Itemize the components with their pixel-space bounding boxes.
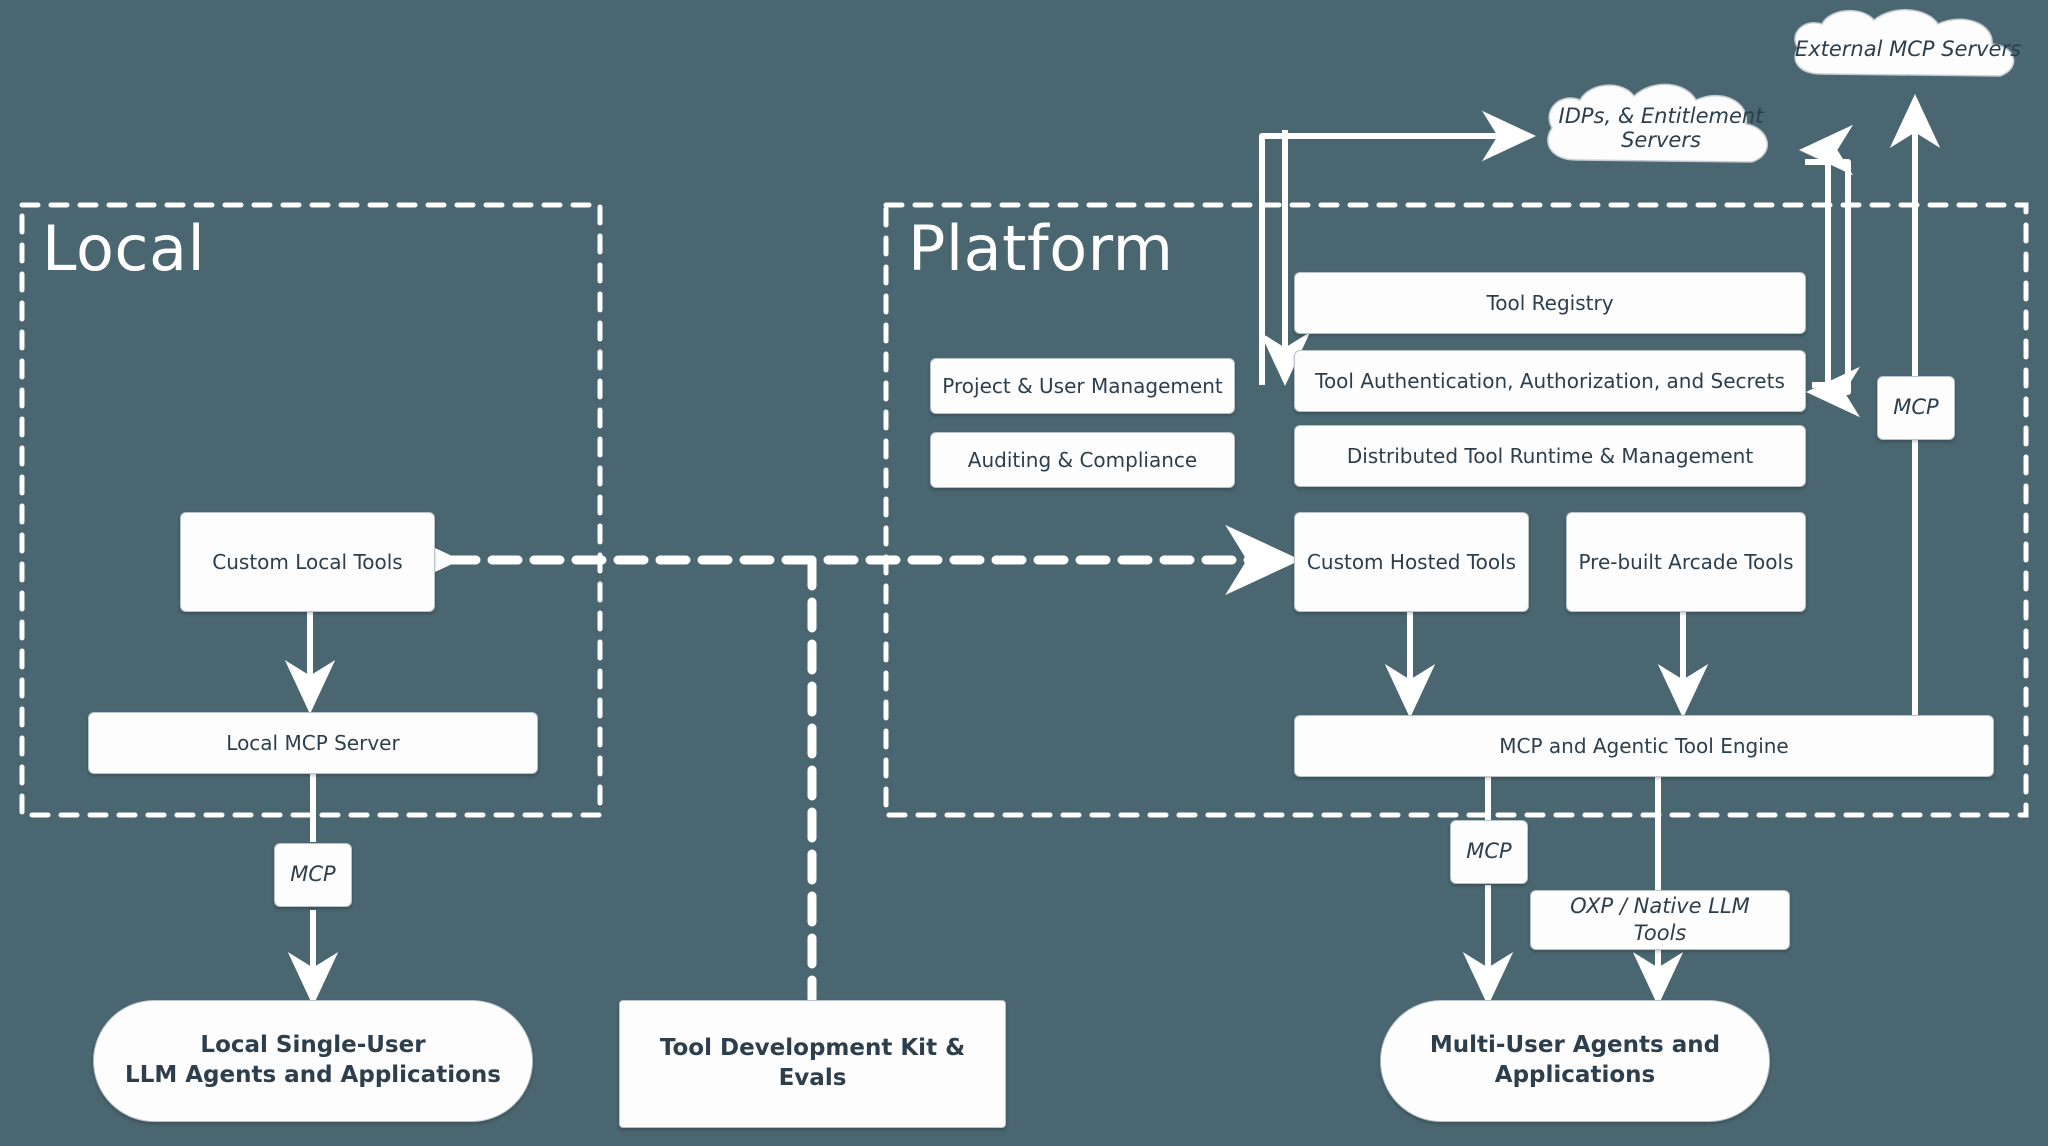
custom-local-tools-box[interactable]: Custom Local Tools [180, 512, 435, 612]
idps-entitlement-servers-label: IDPs, & Entitlement Servers [1558, 104, 1764, 152]
multi-user-agents-line-2: Applications [1494, 1062, 1656, 1088]
multi-user-agents-box[interactable]: Multi-User Agents and Applications [1380, 1000, 1770, 1122]
oxp-native-llm-tools-label[interactable]: OXP / Native LLM Tools [1530, 890, 1790, 950]
mcp-label-platform-text: MCP [1466, 839, 1512, 864]
tool-auth-to-idps [1799, 124, 1853, 388]
distributed-tool-runtime-box[interactable]: Distributed Tool Runtime & Management [1294, 425, 1806, 487]
tool-authentication-label: Tool Authentication, Authorization, and … [1315, 369, 1785, 393]
external-mcp-servers-cloud[interactable]: External MCP Servers [1778, 6, 2038, 92]
project-user-management-box[interactable]: Project & User Management [930, 358, 1235, 414]
local-single-user-agents-box[interactable]: Local Single-User LLM Agents and Applica… [93, 1000, 533, 1122]
auditing-compliance-box[interactable]: Auditing & Compliance [930, 432, 1235, 488]
local-agents-line-1: Local Single-User [200, 1032, 426, 1059]
cloud-shape-icon [1794, 9, 2015, 77]
custom-local-tools-label: Custom Local Tools [212, 550, 403, 574]
oxp-native-llm-tools-text: OXP / Native LLM Tools [1570, 893, 1750, 945]
tool-development-kit-box[interactable]: Tool Development Kit & Evals [619, 1000, 1006, 1128]
mcp-agentic-tool-engine-label: MCP and Agentic Tool Engine [1499, 734, 1789, 758]
tool-registry-box[interactable]: Tool Registry [1294, 272, 1806, 334]
tool-registry-label: Tool Registry [1486, 291, 1614, 315]
custom-hosted-tools-label: Custom Hosted Tools [1306, 550, 1517, 574]
project-user-management-label: Project & User Management [942, 374, 1223, 398]
mcp-label-external-text: MCP [1893, 395, 1939, 420]
prebuilt-arcade-tools-label: Pre-built Arcade Tools [1578, 550, 1794, 574]
local-mcp-server-label: Local MCP Server [226, 731, 400, 755]
idps-to-tool-auth [1805, 159, 1860, 418]
mcp-label-platform[interactable]: MCP [1450, 820, 1528, 884]
cloud-shape-icon [1547, 83, 1769, 163]
auditing-compliance-label: Auditing & Compliance [967, 448, 1198, 472]
tool-development-kit-label: Tool Development Kit & Evals [659, 1035, 966, 1091]
tool-authentication-box[interactable]: Tool Authentication, Authorization, and … [1294, 350, 1806, 412]
custom-hosted-tools-box[interactable]: Custom Hosted Tools [1294, 512, 1529, 612]
platform-zone-title: Platform [908, 212, 1174, 285]
idps-entitlement-servers-cloud[interactable]: IDPs, & Entitlement Servers [1532, 78, 1790, 178]
distributed-tool-runtime-label: Distributed Tool Runtime & Management [1346, 444, 1754, 468]
multi-user-agents-line-1: Multi-User Agents and [1429, 1032, 1721, 1059]
project-mgmt-to-idps [1259, 110, 1536, 385]
mcp-agentic-tool-engine-box[interactable]: MCP and Agentic Tool Engine [1294, 715, 1994, 777]
local-mcp-server-box[interactable]: Local MCP Server [88, 712, 538, 774]
external-mcp-servers-label: External MCP Servers [1794, 37, 2022, 61]
mcp-label-local-text: MCP [290, 862, 336, 887]
mcp-label-external[interactable]: MCP [1877, 376, 1955, 440]
local-zone-title: Local [42, 212, 206, 285]
local-agents-line-2: LLM Agents and Applications [125, 1062, 501, 1088]
prebuilt-arcade-tools-box[interactable]: Pre-built Arcade Tools [1566, 512, 1806, 612]
mcp-label-local[interactable]: MCP [274, 843, 352, 907]
